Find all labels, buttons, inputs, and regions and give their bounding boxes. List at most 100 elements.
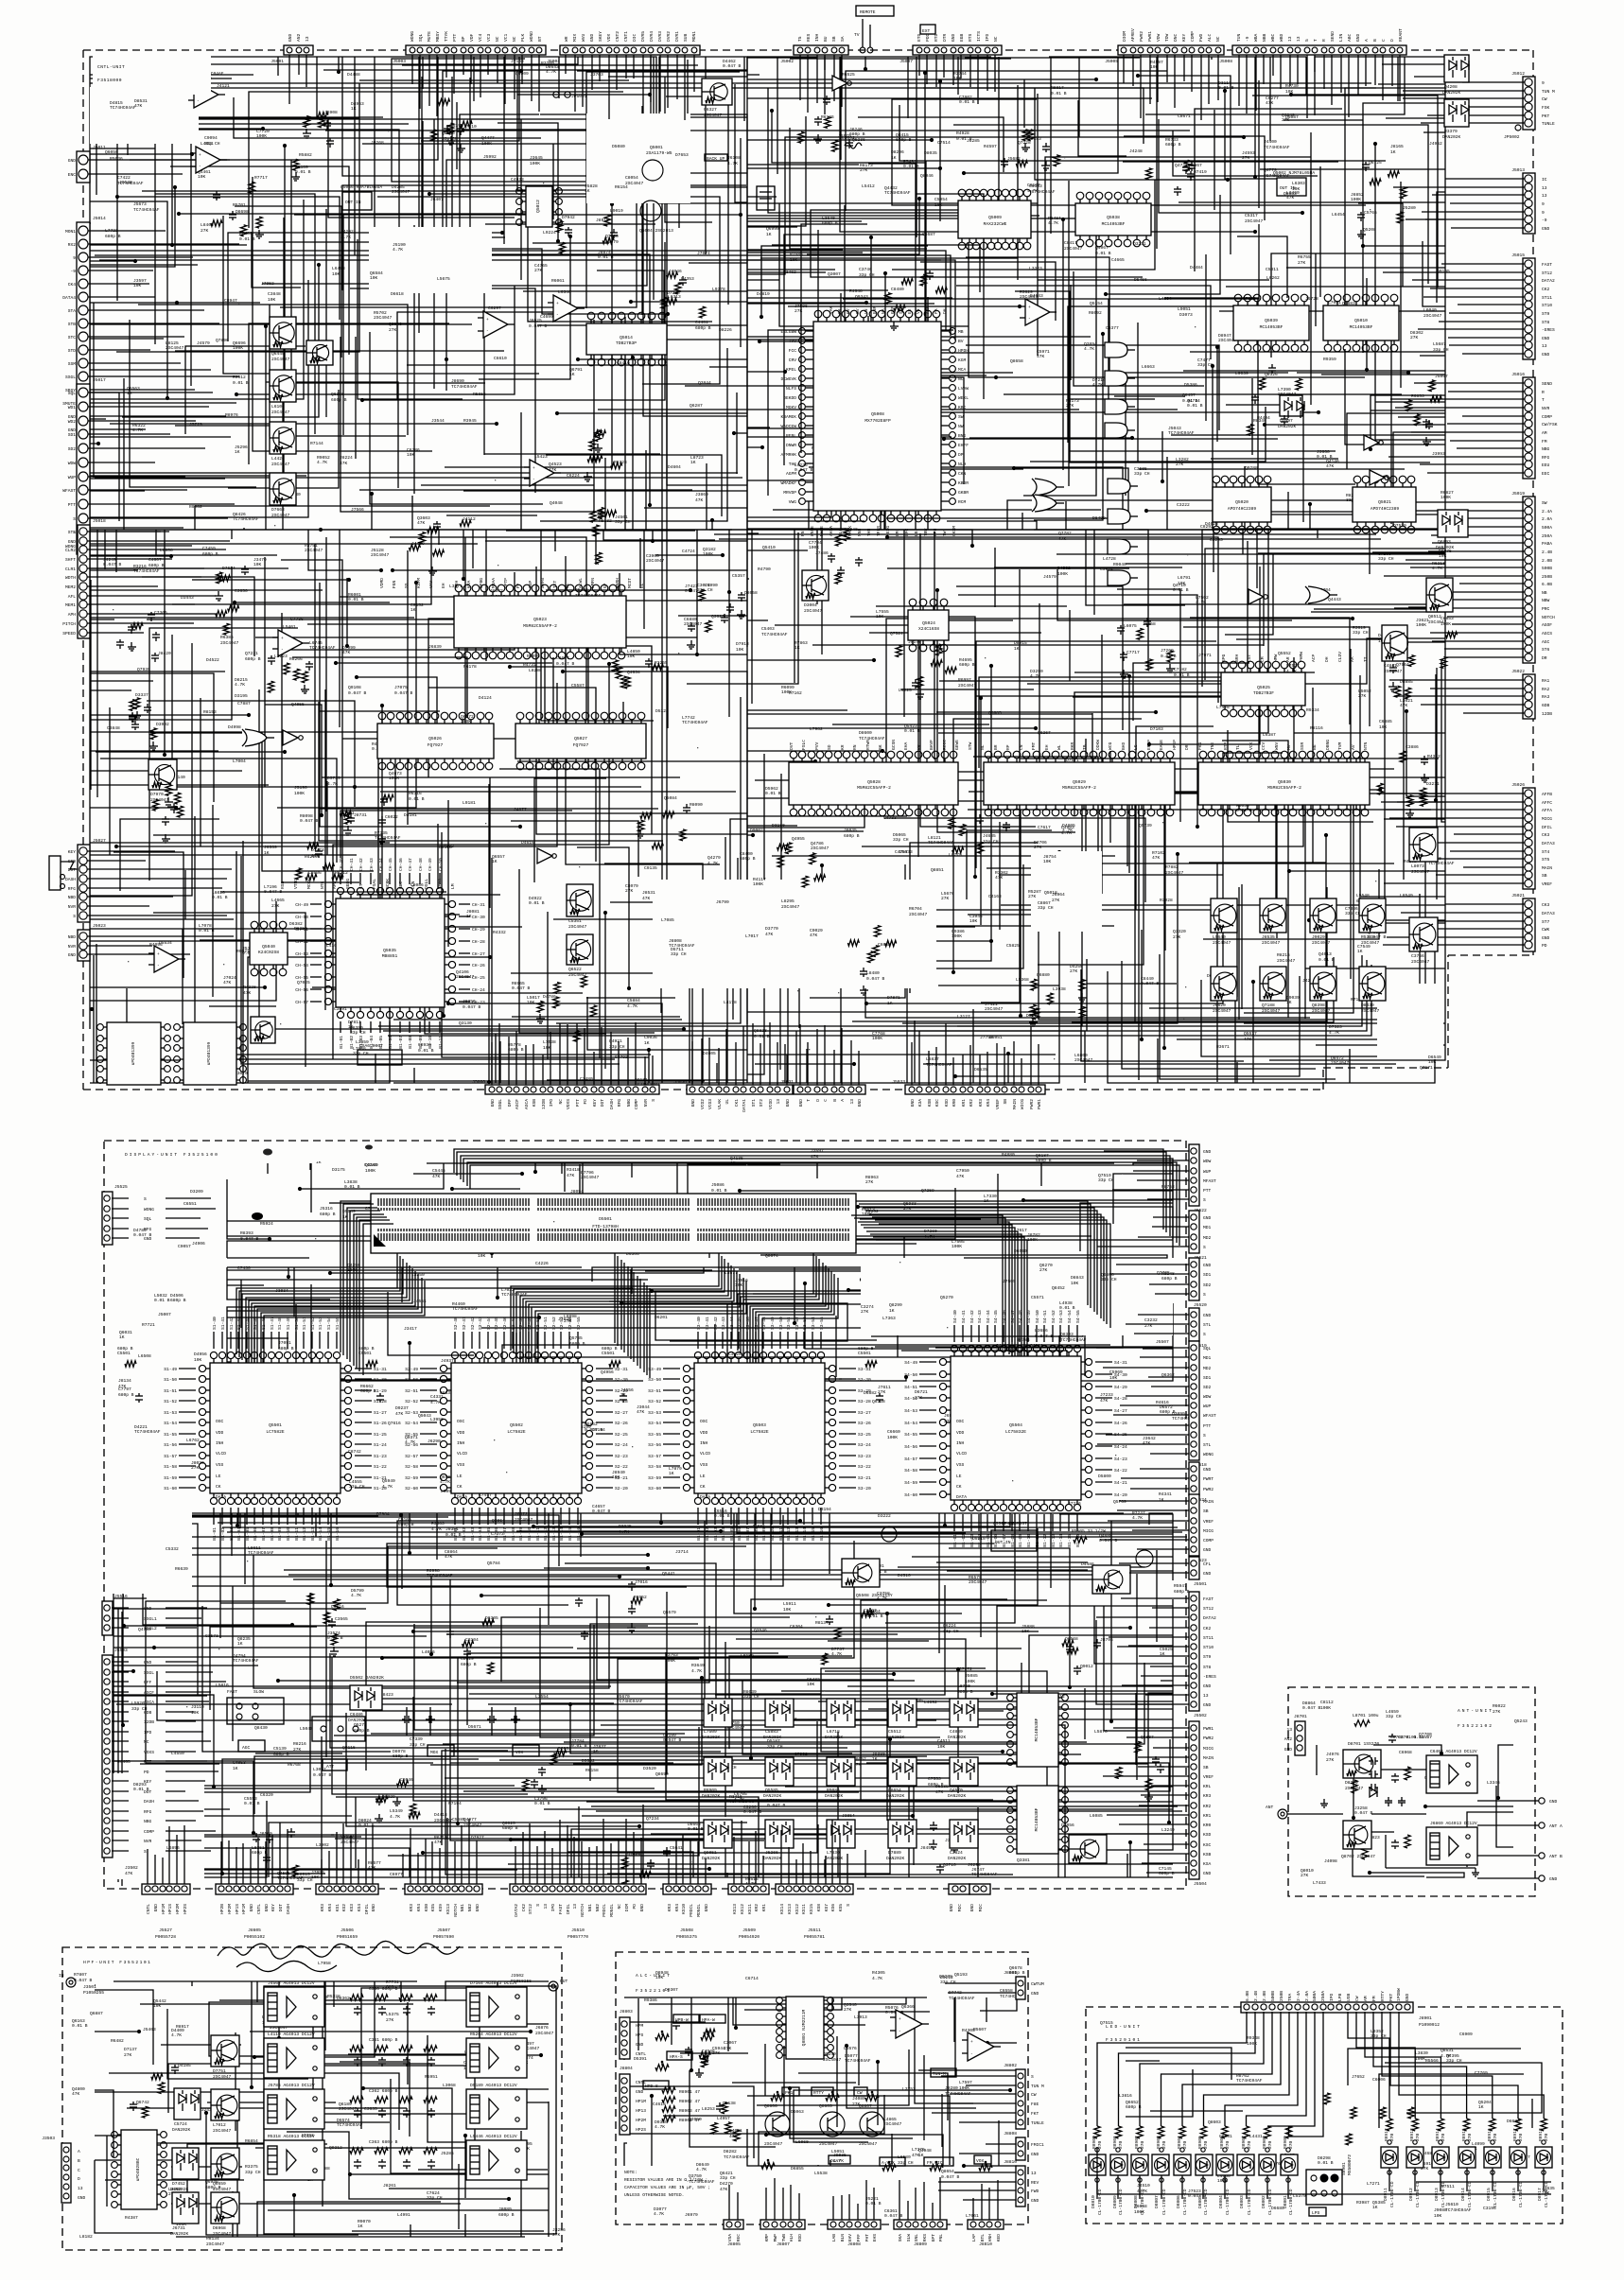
svg-text:C8480: C8480 bbox=[891, 287, 904, 292]
svg-text:DASH: DASH bbox=[286, 1904, 291, 1914]
svg-text:APD74HC2389: APD74HC2389 bbox=[1371, 506, 1400, 512]
svg-text:KEY: KEY bbox=[592, 1099, 598, 1108]
svg-text:GND: GND bbox=[288, 33, 293, 42]
svg-text:Q5784: Q5784 bbox=[487, 1561, 500, 1566]
svg-text:NTK: NTK bbox=[320, 881, 325, 889]
svg-text:J6876: J6876 bbox=[535, 2025, 549, 2031]
svg-text:J5280: J5280 bbox=[1403, 205, 1416, 211]
svg-text:P0057770: P0057770 bbox=[568, 1934, 588, 1940]
svg-text:0.01 B: 0.01 B bbox=[327, 1635, 343, 1641]
svg-text:S4-43: S4-43 bbox=[977, 1310, 983, 1323]
svg-text:C3824: C3824 bbox=[950, 1850, 963, 1856]
svg-text:L7597: L7597 bbox=[959, 2080, 972, 2085]
svg-text:D8531: D8531 bbox=[134, 98, 148, 104]
svg-text:J5673: J5673 bbox=[133, 201, 147, 207]
svg-text:S2-52: S2-52 bbox=[405, 1399, 418, 1404]
svg-text:GND: GND bbox=[1542, 336, 1550, 341]
svg-text:C3965: C3965 bbox=[646, 553, 659, 559]
svg-text:R8976: R8976 bbox=[225, 412, 238, 418]
svg-text:33p CH: 33p CH bbox=[671, 951, 687, 957]
svg-text:S3-25: S3-25 bbox=[858, 1432, 871, 1438]
svg-text:BLN: BLN bbox=[840, 2234, 846, 2242]
svg-text:P0055728: P0055728 bbox=[155, 1934, 176, 1940]
svg-text:VDD: VDD bbox=[457, 1430, 465, 1436]
svg-text:Q7234: Q7234 bbox=[646, 1816, 659, 1822]
svg-text:4.7K: 4.7K bbox=[1092, 382, 1103, 388]
svg-text:AGCS: AGCS bbox=[1542, 631, 1552, 637]
svg-text:J9280: J9280 bbox=[945, 2085, 958, 2091]
svg-text:MBSY: MBSY bbox=[435, 31, 441, 42]
svg-text:S2-31: S2-31 bbox=[615, 1367, 628, 1372]
svg-text:VDD: VDD bbox=[956, 1430, 965, 1436]
svg-text:27K: 27K bbox=[1282, 117, 1290, 123]
svg-text:250A: 250A bbox=[1320, 1991, 1326, 2001]
svg-text:47K: 47K bbox=[223, 980, 232, 986]
svg-text:+: + bbox=[556, 302, 559, 306]
svg-text:680p B: 680p B bbox=[959, 662, 975, 668]
svg-text:S4-55: S4-55 bbox=[904, 1432, 917, 1438]
svg-text:BPC: BPC bbox=[904, 528, 910, 536]
svg-text:0.01 B: 0.01 B bbox=[409, 796, 425, 802]
svg-text:S4-21: S4-21 bbox=[1114, 1480, 1127, 1486]
svg-text:L7390: L7390 bbox=[1278, 387, 1291, 392]
svg-text:Q3249: Q3249 bbox=[1282, 113, 1295, 118]
svg-text:SKEY: SKEY bbox=[598, 31, 603, 42]
svg-text:GHPA: GHPA bbox=[437, 879, 443, 889]
svg-text:C6551: C6551 bbox=[183, 1201, 197, 1207]
svg-text:D8362: D8362 bbox=[337, 1996, 350, 2001]
svg-text:2SC4047: 2SC4047 bbox=[684, 621, 703, 627]
svg-text:B1-13: B1-13 bbox=[551, 1527, 557, 1541]
svg-text:J8808: J8808 bbox=[669, 938, 682, 944]
svg-text:J7233: J7233 bbox=[1100, 1392, 1113, 1398]
svg-text:J8874: J8874 bbox=[598, 250, 611, 255]
svg-text:C5765: C5765 bbox=[1364, 210, 1377, 216]
svg-text:RCM: RCM bbox=[958, 499, 967, 505]
svg-text:0.047 B: 0.047 B bbox=[512, 986, 531, 991]
svg-text:HP1S: HP1S bbox=[167, 1904, 173, 1914]
svg-text:D7942: D7942 bbox=[562, 215, 575, 220]
svg-text:TC74HC04AF: TC74HC04AF bbox=[427, 1573, 453, 1579]
svg-text:R5325: R5325 bbox=[1361, 934, 1374, 940]
svg-text:IPO: IPO bbox=[550, 1904, 556, 1912]
svg-text:J4877: J4877 bbox=[514, 807, 527, 812]
svg-text:R4117: R4117 bbox=[753, 877, 766, 882]
svg-text:S1-55: S1-55 bbox=[164, 1432, 177, 1438]
svg-text:2SC4047: 2SC4047 bbox=[1361, 1008, 1380, 1014]
svg-text:100K: 100K bbox=[952, 933, 962, 939]
svg-text:HLH: HLH bbox=[789, 2234, 795, 2242]
svg-text:100K: 100K bbox=[481, 141, 492, 147]
svg-text:KS12: KS12 bbox=[740, 1904, 745, 1914]
svg-text:2SC4047: 2SC4047 bbox=[213, 2074, 232, 2080]
svg-text:2SC4047: 2SC4047 bbox=[1218, 338, 1237, 343]
svg-text:DAN202K: DAN202K bbox=[1278, 424, 1297, 429]
svg-text:2-4A: 2-4A bbox=[1296, 1991, 1301, 2001]
svg-text:4.7K: 4.7K bbox=[696, 2167, 707, 2172]
svg-text:WNV: WNV bbox=[1274, 741, 1280, 750]
svg-text:PITCH: PITCH bbox=[62, 621, 76, 627]
svg-text:27K: 27K bbox=[1298, 260, 1306, 266]
svg-text:Q8851: Q8851 bbox=[931, 867, 944, 873]
svg-text:TC74HC04AF: TC74HC04AF bbox=[669, 943, 695, 949]
svg-text:2SC4047: 2SC4047 bbox=[1213, 940, 1231, 946]
svg-text:Q4477: Q4477 bbox=[481, 135, 495, 141]
svg-text:J7148: J7148 bbox=[511, 59, 524, 64]
svg-text:B1-15: B1-15 bbox=[1067, 1534, 1073, 1547]
svg-text:10K: 10K bbox=[478, 1253, 486, 1259]
svg-text:R6639: R6639 bbox=[175, 1566, 188, 1572]
svg-text:L3068: L3068 bbox=[443, 2083, 456, 2088]
svg-text:4.7K: 4.7K bbox=[1062, 828, 1073, 833]
svg-text:L6508: L6508 bbox=[138, 1353, 151, 1359]
svg-text:HP1M: HP1M bbox=[241, 1904, 247, 1914]
svg-text:L7433: L7433 bbox=[1313, 1880, 1326, 1886]
svg-text:GND: GND bbox=[144, 1606, 152, 1612]
svg-text:J5085: J5085 bbox=[965, 1673, 978, 1679]
svg-text:RA2: RA2 bbox=[1542, 687, 1550, 692]
svg-text:S3-29: S3-29 bbox=[858, 1388, 871, 1394]
svg-text:2SA1179-W5: 2SA1179-W5 bbox=[646, 150, 672, 156]
svg-text:100K: 100K bbox=[1441, 495, 1451, 500]
svg-text:C6129: C6129 bbox=[341, 1834, 354, 1840]
svg-text:R8914: R8914 bbox=[1435, 2128, 1441, 2141]
svg-text:L7078: L7078 bbox=[199, 923, 212, 929]
svg-text:1K: 1K bbox=[492, 859, 498, 864]
svg-text:0.01 B: 0.01 B bbox=[1174, 672, 1190, 678]
